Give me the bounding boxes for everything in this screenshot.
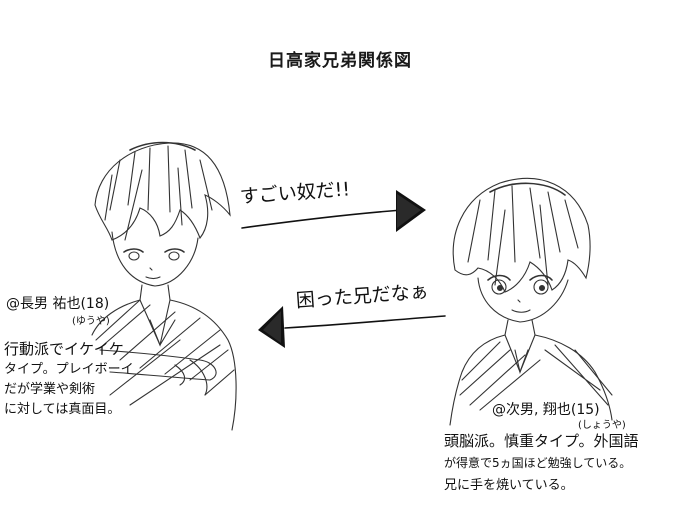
younger-description-line: が得意で5ヵ国ほど勉強している。 — [444, 456, 632, 470]
page-title: 日高家兄弟関係図 — [268, 51, 412, 71]
elder-brother-sketch — [91, 141, 237, 431]
younger-description-line: 兄に手を焼いている。 — [444, 478, 574, 493]
arrow-top-right — [241, 190, 426, 232]
elder-name-reading: (ゆうや) — [72, 316, 110, 327]
elder-description-line: に対しては真面目。 — [4, 402, 121, 417]
elder-name-line: @長男 祐也(18) — [6, 296, 110, 312]
younger-brother-sketch — [449, 177, 613, 426]
elder-description-line: タイプ。プレイボーイ — [4, 362, 134, 377]
younger-name-reading: (しょうや) — [578, 420, 626, 431]
younger-description-line: 頭脳派。慎重タイプ。外国語 — [444, 432, 639, 450]
arrow-bottom-left — [258, 306, 446, 348]
elder-description-line: だが学業や剣術 — [4, 382, 96, 397]
elder-description-line: 行動派でイケイケ — [4, 340, 124, 358]
younger-name-line: @次男, 翔也(15) — [492, 402, 600, 418]
